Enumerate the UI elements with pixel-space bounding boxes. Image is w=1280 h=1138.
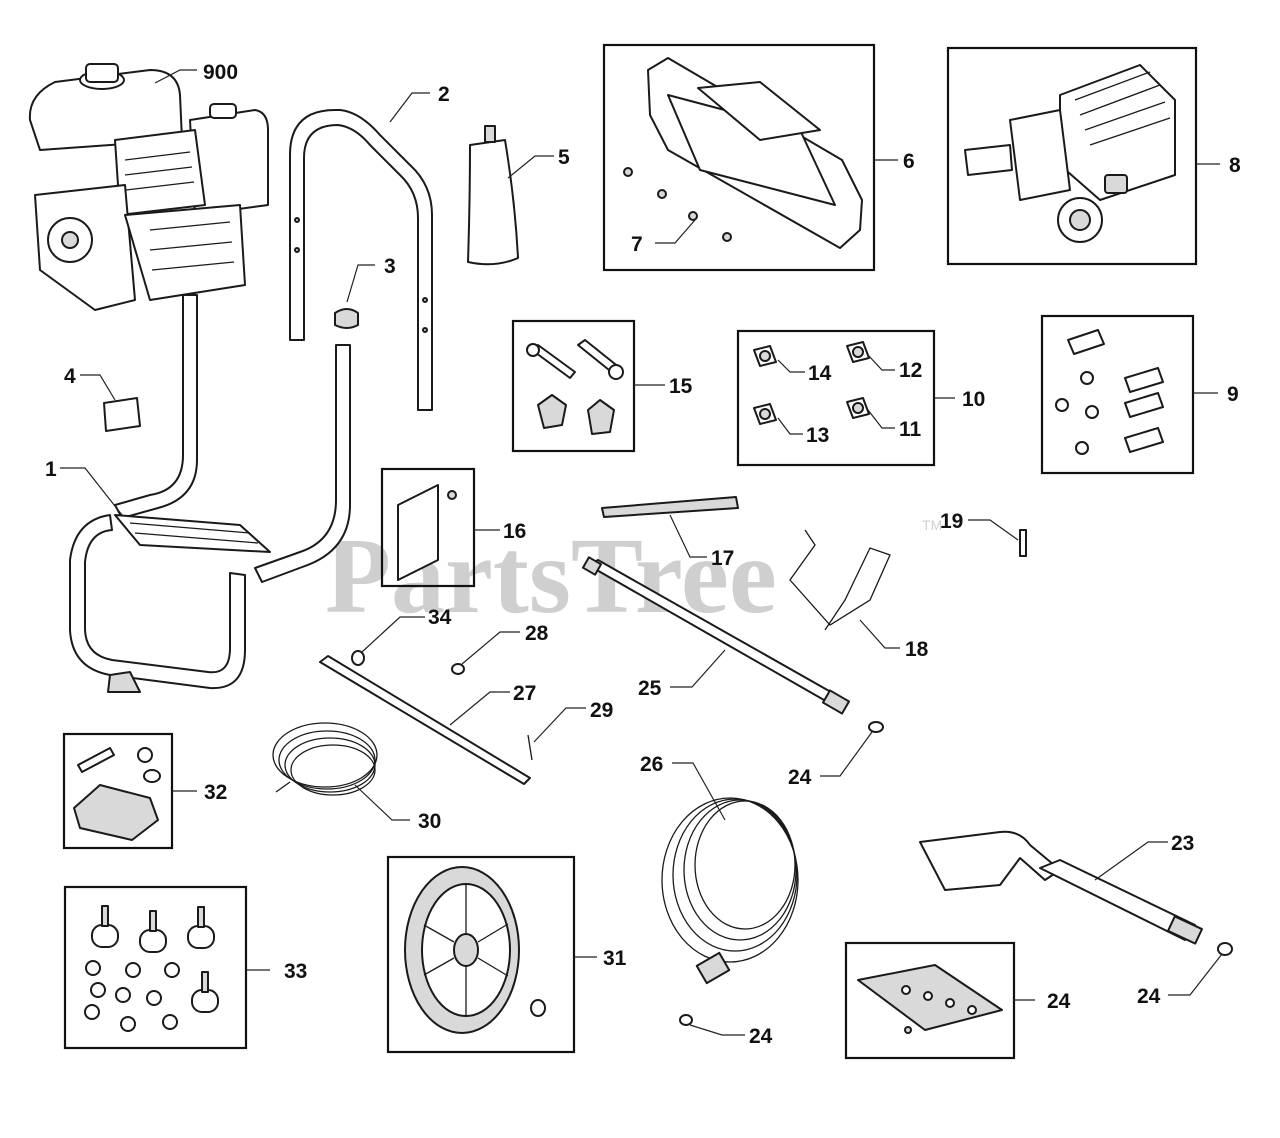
washer-34-illustration [351,650,365,666]
callout-numbers: 900 2 5 6 8 7 3 4 15 14 12 10 13 11 9 1 … [45,61,1241,1048]
control-panel-illustration [623,57,863,249]
hose-illustration [661,797,799,1026]
callout-4: 4 [64,365,76,388]
callout-34: 34 [428,606,452,629]
wheel-illustration [404,866,546,1034]
callout-900: 900 [203,61,238,84]
box-part-9 [1040,314,1195,475]
callout-1: 1 [45,458,57,481]
box-part-31 [386,855,576,1054]
callout-5: 5 [558,146,570,169]
callout-25: 25 [638,677,662,700]
bolt-washer-set-9-illustration [1055,329,1164,455]
callout-3: 3 [384,255,396,278]
callout-26: 26 [640,753,663,776]
callout-13: 13 [806,424,829,447]
callout-14: 14 [808,362,832,385]
callout-15: 15 [669,375,693,398]
callout-32: 32 [204,781,227,804]
callout-24-gun: 24 [1137,985,1161,1008]
callout-30: 30 [418,810,441,833]
callout-12: 12 [899,359,922,382]
box-part-6 [602,43,876,272]
callout-24-wand: 24 [788,766,812,789]
leader-lines [60,69,1223,1036]
watermark: PartsTree [325,517,777,636]
mount-set-illustration [84,905,219,1032]
box-part-8 [946,46,1198,266]
o-ring-kit-illustration [857,964,1003,1034]
callout-29: 29 [590,699,613,722]
callout-28: 28 [525,622,549,645]
callout-24-hose: 24 [749,1025,773,1048]
callout-23: 23 [1171,832,1194,855]
callout-9: 9 [1227,383,1239,406]
frame-illustration [69,294,351,693]
wand-illustration [581,556,884,733]
callout-10: 10 [962,388,985,411]
axle-illustration [319,655,531,785]
engine-illustration [28,63,269,311]
grease-tube-illustration [467,125,519,266]
callout-2: 2 [438,83,450,106]
spray-gun-illustration [919,830,1233,956]
callout-27: 27 [513,682,536,705]
callout-16: 16 [503,520,526,543]
callout-18: 18 [905,638,929,661]
box-part-33 [63,885,248,1050]
box-part-16 [380,467,476,588]
pin-illustration [1019,529,1027,557]
callout-31: 31 [603,947,627,970]
cotter-pin-illustration [527,734,533,761]
callout-17: 17 [711,547,734,570]
foot-set-illustration [73,747,161,841]
cover-plate-illustration [397,484,457,581]
callout-11: 11 [899,418,922,441]
callout-24-kit: 24 [1047,990,1071,1013]
callout-19: 19 [940,510,963,533]
screws-set-10-illustration [753,341,870,425]
washer-28-illustration [451,663,465,675]
box-part-15 [511,319,636,453]
callout-6: 6 [903,150,915,173]
cap-illustration [334,308,359,329]
upper-handle-illustration [289,109,433,411]
bolt-knob-set-illustration [526,339,624,435]
callout-8: 8 [1229,154,1241,177]
wire-holder-illustration [789,529,891,631]
callout-33: 33 [284,960,307,983]
pump-illustration [964,64,1176,243]
label-illustration [103,397,141,432]
coiled-tube-illustration [272,722,378,796]
cable-tie-illustration [601,496,739,518]
watermark-trademark: TM [922,517,942,533]
callout-7: 7 [631,233,643,256]
